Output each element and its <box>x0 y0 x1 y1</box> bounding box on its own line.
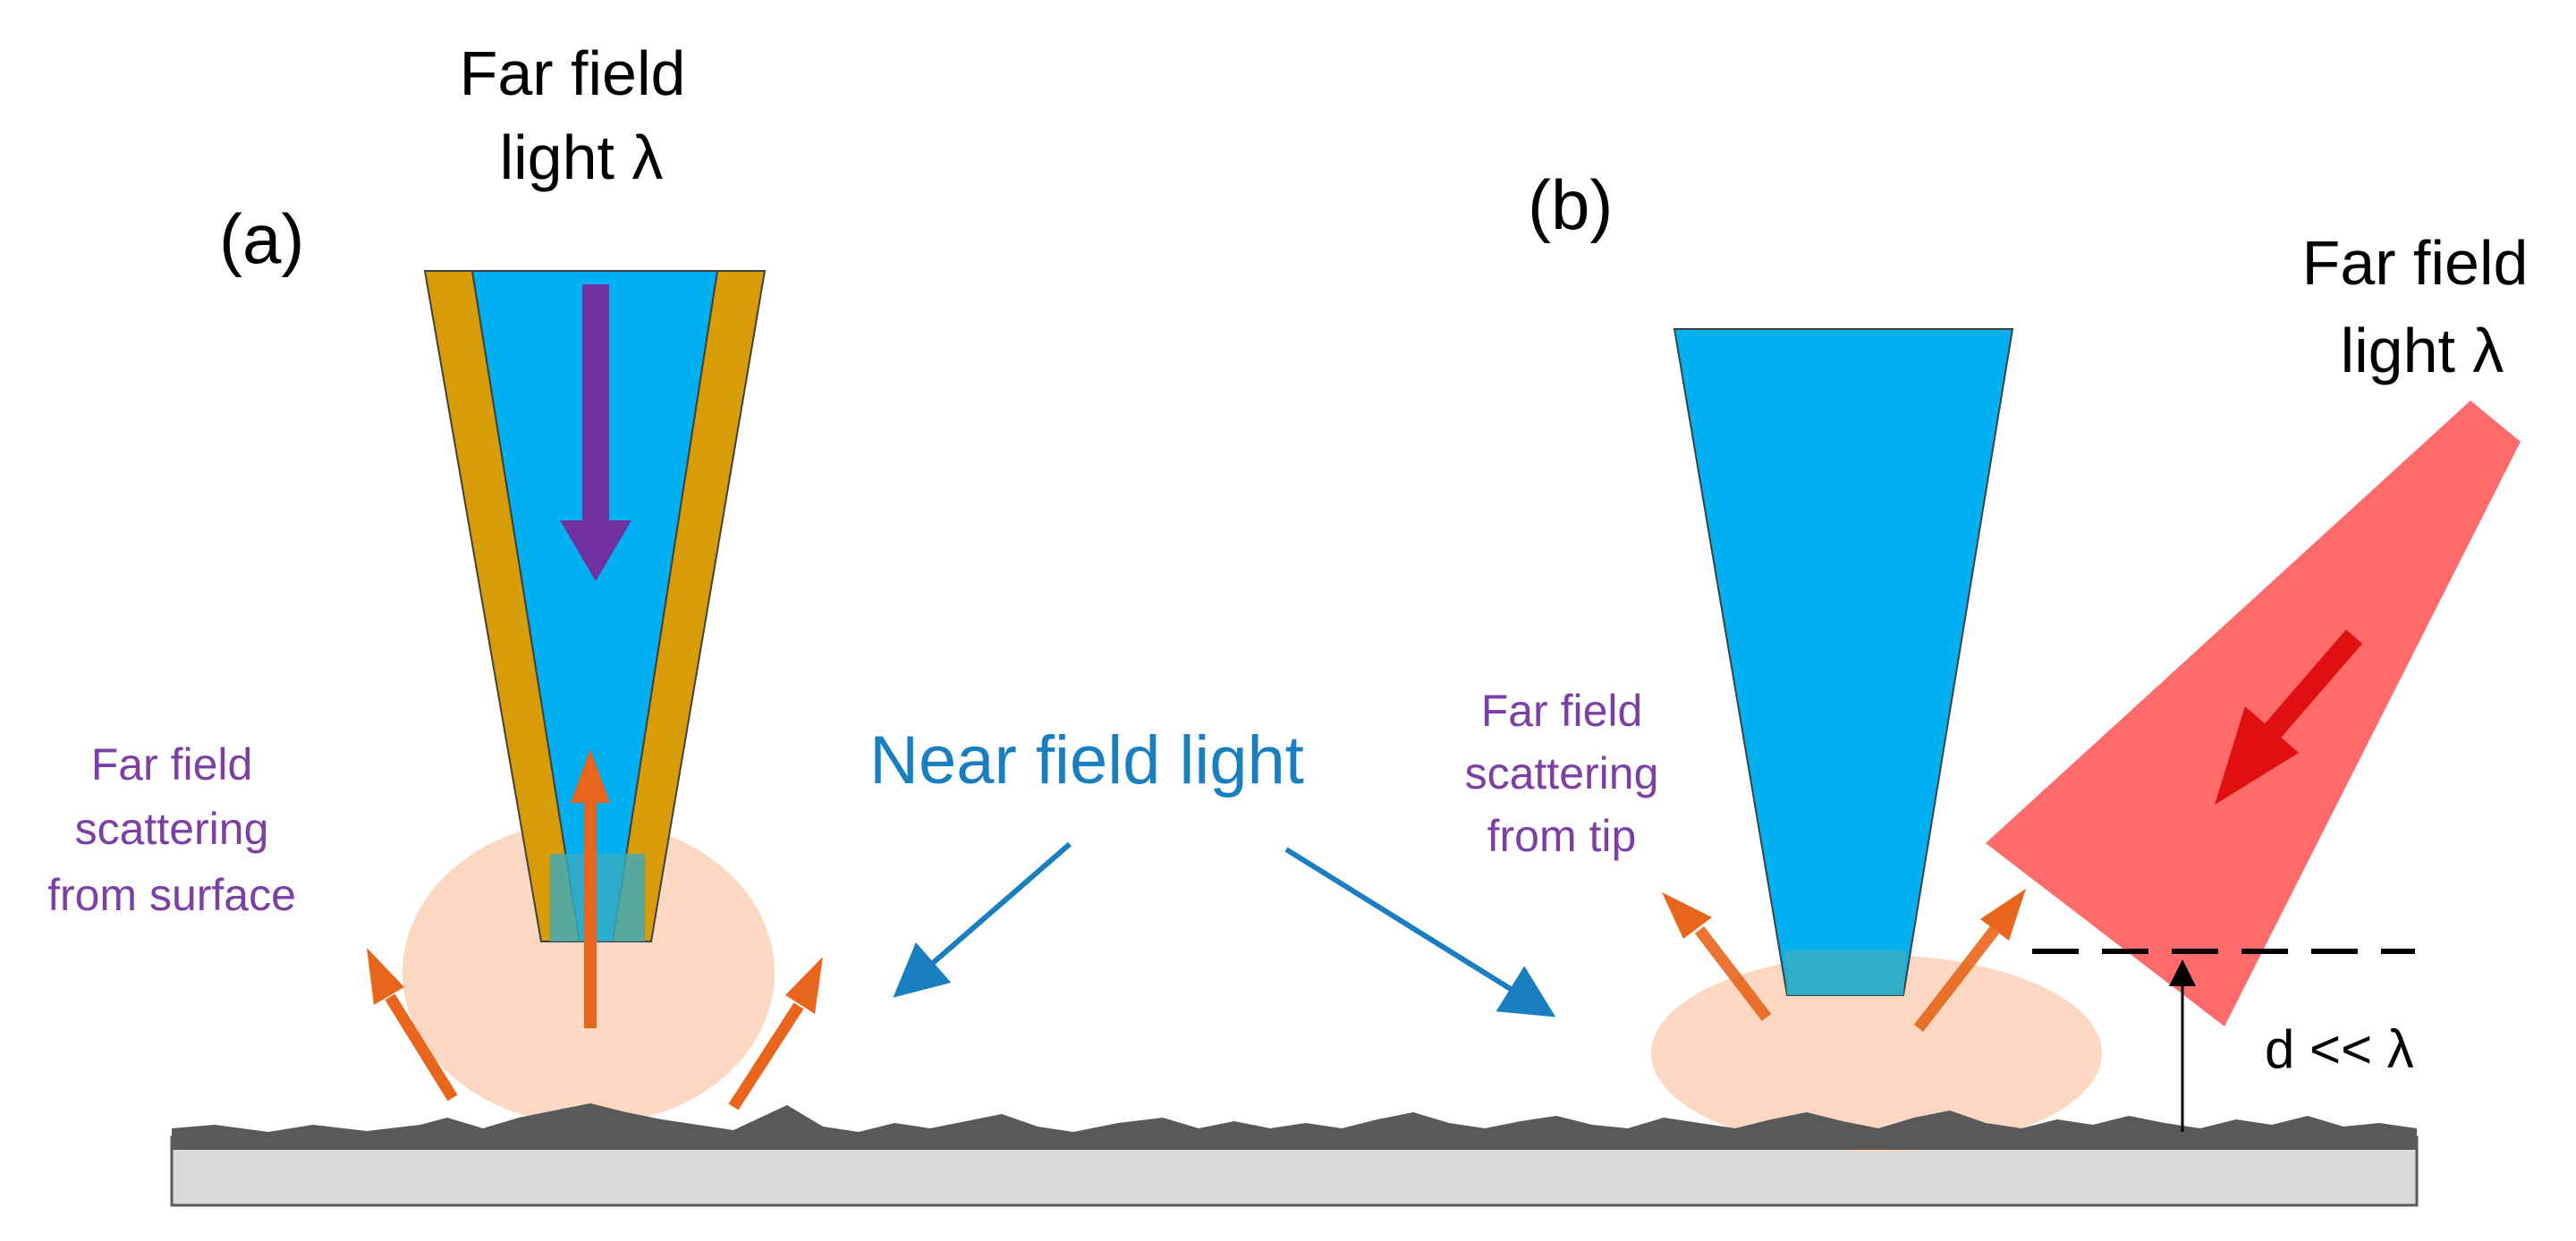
panel-b-incident-line1: Far field <box>2302 228 2529 298</box>
scatter-arrow-a-left <box>367 948 458 1102</box>
scatter-arrow-a-right <box>728 957 823 1110</box>
surface-roughness <box>172 1103 2417 1150</box>
panel-b-scatter-line3: from tip <box>1487 811 1637 861</box>
panel-b-scatter-line1: Far field <box>1481 686 1643 736</box>
near-field-arrow-left <box>893 841 1072 998</box>
panel-a-incident-line1: Far field <box>460 38 686 108</box>
panel-b-incident-line2: light λ <box>2341 316 2504 385</box>
scatter-arrow-b-right <box>1913 889 2026 1032</box>
scatter-arrow-b-left <box>1662 892 1772 1021</box>
laser-incident-arrow <box>2215 629 2363 805</box>
distance-label: d << λ <box>2265 1019 2414 1079</box>
near-field-label: Near field light <box>869 722 1304 798</box>
panel-a-scatter-line2: scattering <box>75 804 269 854</box>
scatter-arrow-a-center <box>571 749 610 1028</box>
panel-a-scatter-line1: Far field <box>91 739 253 789</box>
afm-tip <box>1673 328 2014 996</box>
afm-tip-near-field <box>1784 950 1907 995</box>
fiber-tip-near-field <box>550 854 645 941</box>
panel-b-scatter-line2: scattering <box>1465 748 1659 798</box>
panel-b-label: (b) <box>1528 165 1613 244</box>
panel-a-label: (a) <box>219 199 304 278</box>
near-field-arrow-right <box>1284 847 1556 1017</box>
incident-arrow-a <box>560 284 631 581</box>
panel-a-scatter-line3: from surface <box>47 870 296 920</box>
panel-a-incident-line2: light λ <box>500 122 664 192</box>
near-field-glow-b <box>1651 955 2102 1152</box>
